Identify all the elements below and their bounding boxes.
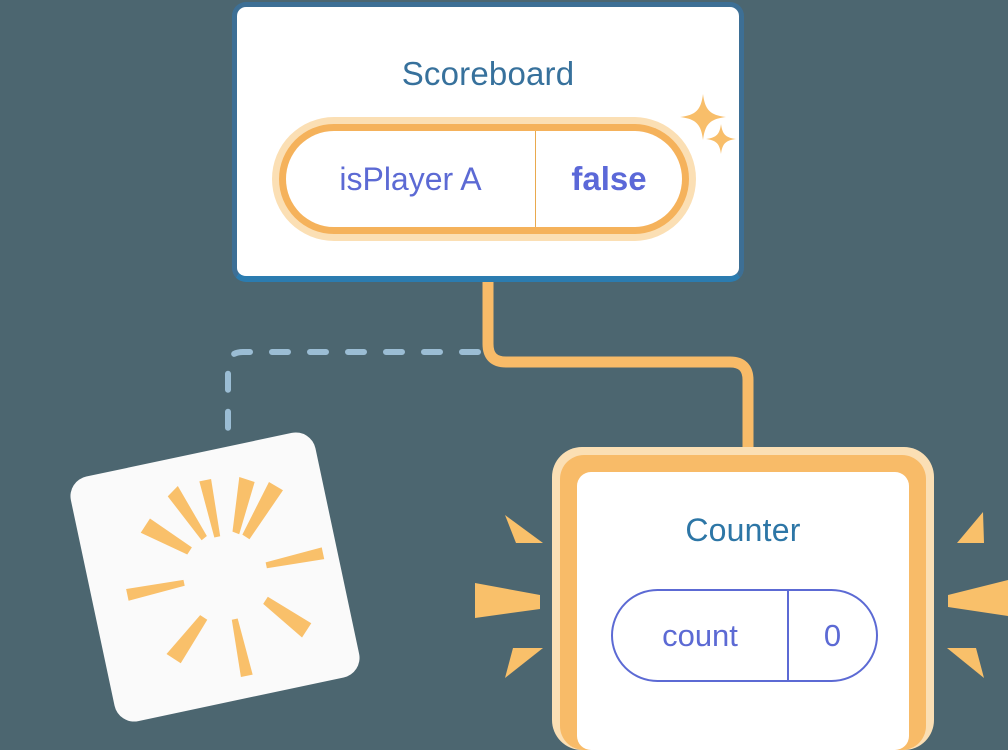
- sparkle-icon: [680, 94, 726, 140]
- scoreboard-title: Scoreboard: [401, 55, 575, 92]
- burst-card[interactable]: [66, 428, 364, 726]
- scoreboard-state-key: isPlayer A: [286, 131, 536, 227]
- counter-state-value: 0: [823, 617, 842, 653]
- counter-state-pill[interactable]: count 0: [611, 589, 878, 682]
- scoreboard-state-pill[interactable]: isPlayer A false: [272, 117, 696, 241]
- scoreboard-state-value: false: [571, 160, 647, 197]
- sparkle-icon: [706, 124, 736, 154]
- counter-state-key: count: [613, 591, 789, 680]
- connector-solid-scoreboard-to-counter: [482, 282, 754, 470]
- counter-title: Counter: [685, 512, 801, 548]
